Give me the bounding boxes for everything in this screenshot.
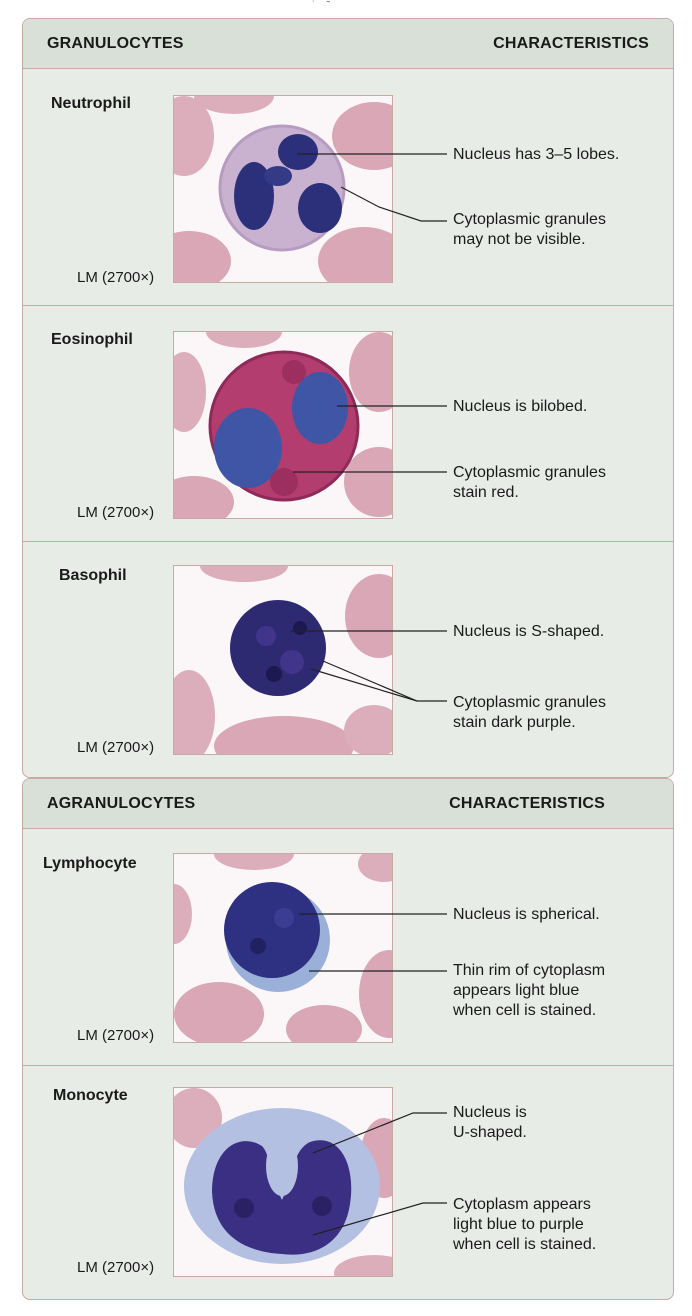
agranulocytes-header: AGRANULOCYTES CHARACTERISTICS bbox=[23, 779, 673, 829]
neutrophil-note-granules: Cytoplasmic granules may not be visible. bbox=[453, 211, 606, 248]
neutrophil-note-nucleus: Nucleus has 3–5 lobes. bbox=[453, 146, 620, 163]
top-marks: ˙ ˜ bbox=[312, 0, 330, 11]
agranulocytes-characteristics-title: CHARACTERISTICS bbox=[449, 795, 605, 812]
granulocytes-title: GRANULOCYTES bbox=[47, 35, 184, 52]
eosinophil-note-granules: Cytoplasmic granules stain red. bbox=[453, 464, 606, 501]
lymphocyte-note-cytoplasm: Thin rim of cytoplasm appears light blue… bbox=[453, 962, 606, 1019]
monocyte-micrograph bbox=[173, 1087, 393, 1277]
basophil-magnification: LM (2700×) bbox=[77, 739, 155, 756]
eosinophil-note-nucleus: Nucleus is bilobed. bbox=[453, 398, 588, 415]
monocyte-note-cytoplasm: Cytoplasm appears light blue to purple w… bbox=[453, 1196, 597, 1253]
monocyte-magnification: LM (2700×) bbox=[77, 1259, 155, 1276]
granulocytes-panel: GRANULOCYTES CHARACTERISTICS Neutrophil … bbox=[22, 18, 674, 778]
granulocytes-characteristics-title: CHARACTERISTICS bbox=[493, 35, 649, 52]
monocyte-name: Monocyte bbox=[53, 1087, 128, 1104]
lymphocyte-micrograph bbox=[173, 853, 393, 1043]
row-divider bbox=[23, 541, 673, 542]
neutrophil-magnification: LM (2700×) bbox=[77, 269, 155, 286]
neutrophil-micrograph bbox=[173, 95, 393, 283]
eosinophil-magnification: LM (2700×) bbox=[77, 504, 155, 521]
monocyte-note-nucleus: Nucleus is U-shaped. bbox=[453, 1104, 527, 1141]
lymphocyte-name: Lymphocyte bbox=[43, 855, 137, 872]
basophil-note-granules: Cytoplasmic granules stain dark purple. bbox=[453, 694, 606, 731]
eosinophil-name: Eosinophil bbox=[51, 331, 133, 348]
row-divider bbox=[23, 305, 673, 306]
lymphocyte-magnification: LM (2700×) bbox=[77, 1027, 155, 1044]
granulocytes-header: GRANULOCYTES CHARACTERISTICS bbox=[23, 19, 673, 69]
eosinophil-micrograph bbox=[173, 331, 393, 519]
lymphocyte-note-nucleus: Nucleus is spherical. bbox=[453, 906, 600, 923]
agranulocytes-title: AGRANULOCYTES bbox=[47, 795, 196, 812]
basophil-note-nucleus: Nucleus is S-shaped. bbox=[453, 623, 605, 640]
basophil-name: Basophil bbox=[59, 567, 127, 584]
row-divider bbox=[23, 1065, 673, 1066]
agranulocytes-panel: AGRANULOCYTES CHARACTERISTICS Lymphocyte… bbox=[22, 778, 674, 1300]
neutrophil-name: Neutrophil bbox=[51, 95, 131, 112]
basophil-micrograph bbox=[173, 565, 393, 755]
